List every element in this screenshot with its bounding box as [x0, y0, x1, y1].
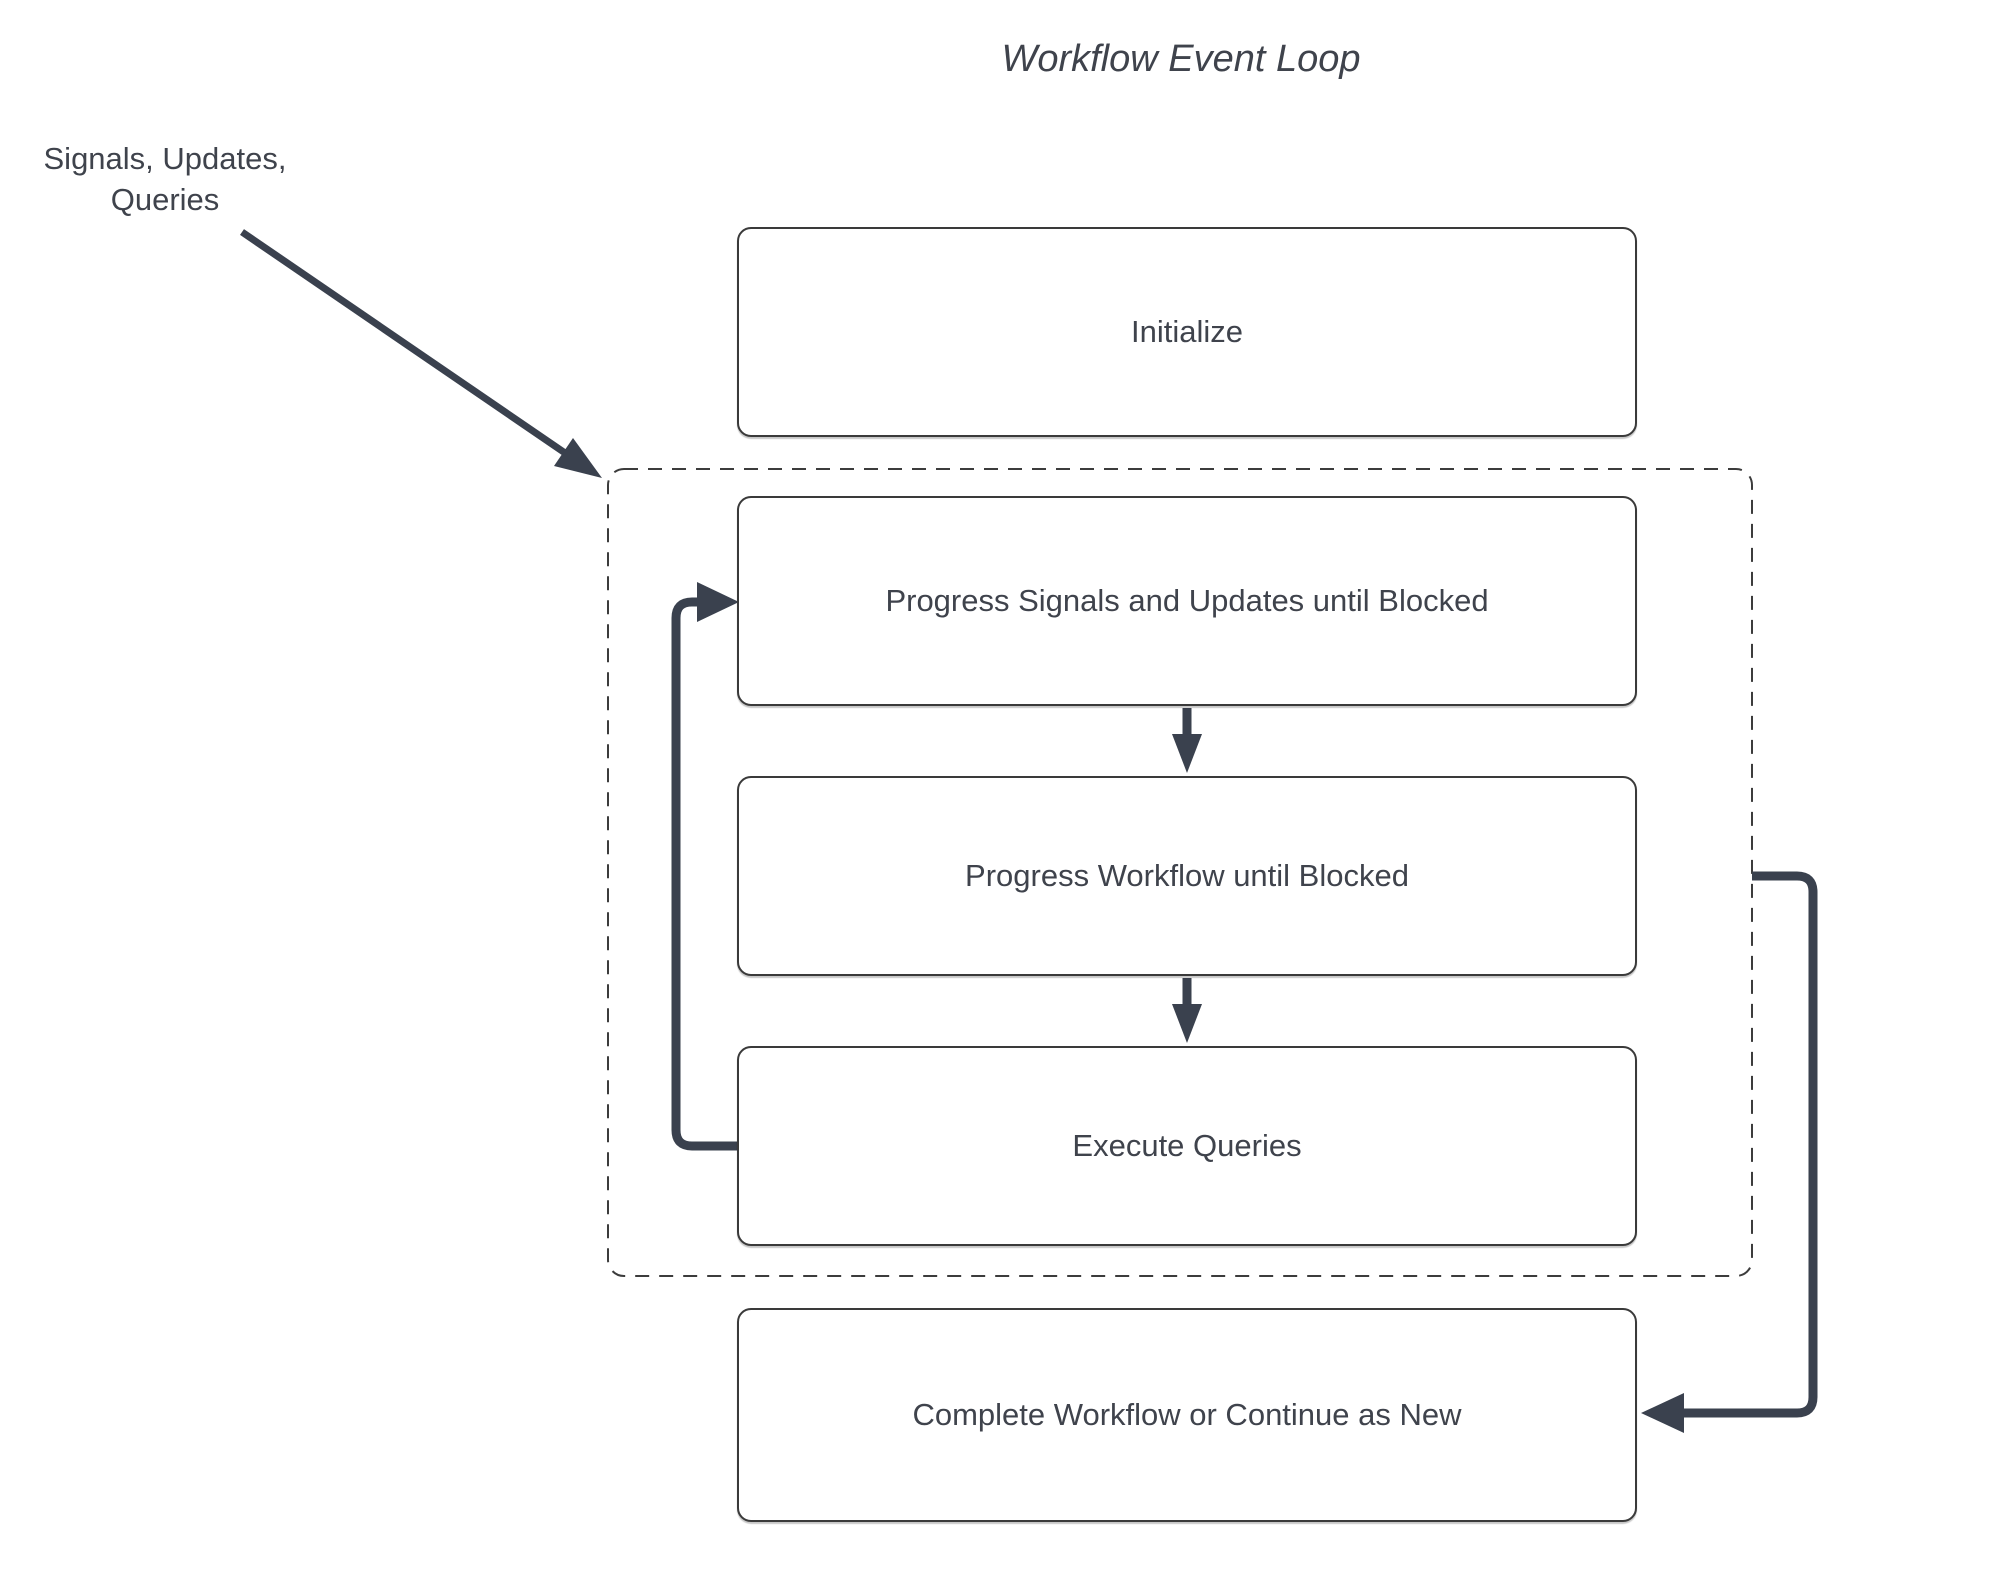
node-initialize-label: Initialize [1131, 314, 1243, 349]
connector-workflow-to-queries-arrowhead [1172, 1004, 1202, 1043]
loop-back-arrow [671, 582, 739, 1151]
node-complete-workflow: Complete Workflow or Continue as New [737, 1308, 1637, 1522]
signals-updates-queries-label-line1: Signals, Updates, [43, 141, 287, 176]
node-progress-signals-updates-label: Progress Signals and Updates until Block… [885, 583, 1489, 618]
signals-updates-queries-label: Signals, Updates, Queries [25, 138, 305, 220]
node-execute-queries-label: Execute Queries [1072, 1128, 1302, 1163]
signals-input-arrowhead [554, 438, 602, 478]
node-progress-workflow: Progress Workflow until Blocked [737, 776, 1637, 976]
node-execute-queries: Execute Queries [737, 1046, 1637, 1246]
node-initialize: Initialize [737, 227, 1637, 437]
exit-arrow [1641, 871, 1818, 1433]
signals-updates-queries-label-line2: Queries [110, 182, 220, 217]
signals-input-arrow [240, 229, 602, 478]
connector-workflow-to-queries [1172, 978, 1202, 1043]
node-progress-workflow-label: Progress Workflow until Blocked [965, 858, 1409, 893]
diagram-title: Workflow Event Loop [1001, 38, 1361, 80]
loop-back-arrowhead [697, 582, 739, 622]
connector-signals-to-workflow-arrowhead [1172, 734, 1202, 773]
node-complete-workflow-label: Complete Workflow or Continue as New [912, 1397, 1462, 1432]
connector-signals-to-workflow [1172, 708, 1202, 773]
exit-arrowhead [1641, 1393, 1684, 1433]
node-progress-signals-updates: Progress Signals and Updates until Block… [737, 496, 1637, 706]
